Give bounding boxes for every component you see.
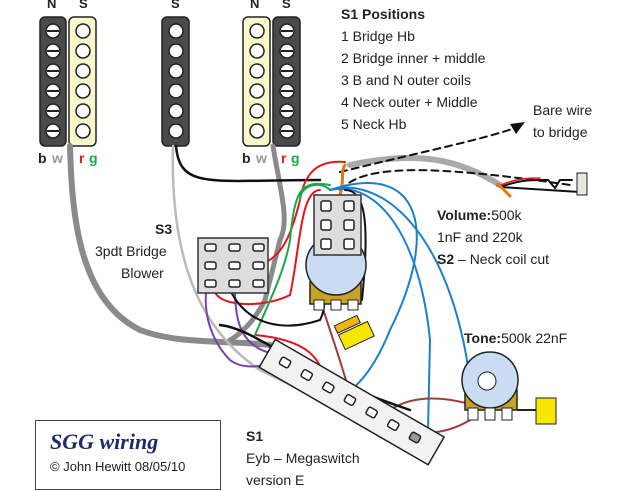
- pole-piece: [168, 83, 184, 99]
- s3-desc-1: 3pdt Bridge: [95, 243, 167, 259]
- position-item: 2 Bridge inner + middle: [341, 50, 486, 66]
- neck-wire-g: g: [89, 150, 98, 166]
- volume-pot: [305, 194, 375, 351]
- switch-lug: [386, 419, 400, 431]
- s3-switch: [197, 237, 269, 294]
- bare-wire-label-2: to bridge: [533, 124, 588, 140]
- wiring-diagram: [39, 16, 588, 466]
- tone-value: 500k 22nF: [501, 330, 568, 346]
- s1-desc-2: version E: [246, 472, 305, 488]
- neck-s-label: S: [79, 0, 88, 11]
- middle-s-label: S: [171, 0, 180, 11]
- s2-description: – Neck coil cut: [454, 251, 550, 267]
- pole-piece: [168, 23, 184, 39]
- pole-piece: [75, 63, 91, 79]
- pole-piece: [249, 63, 265, 79]
- s3-label: S3: [155, 221, 173, 237]
- position-item: 3 B and N outer coils: [341, 72, 471, 88]
- bridge-s-label: S: [282, 0, 291, 11]
- bridge-n-label: N: [250, 0, 260, 11]
- s1-label: S1: [246, 428, 264, 444]
- switch-lug: [278, 356, 292, 369]
- pole-piece: [249, 23, 265, 39]
- switch-lug: [300, 369, 314, 381]
- position-item: 4 Neck outer + Middle: [341, 94, 478, 110]
- s3-desc-2: Blower: [121, 265, 164, 281]
- pole-piece: [168, 43, 184, 59]
- switch-lug: [408, 431, 422, 444]
- volume-label: Volume:: [437, 207, 492, 223]
- pole-piece: [75, 43, 91, 59]
- pole-piece: [168, 63, 184, 79]
- bridge-wire-g: g: [291, 150, 300, 166]
- s2-label: S2: [437, 251, 455, 267]
- volume-value: 500k: [491, 207, 522, 223]
- tone-pot: [461, 351, 557, 425]
- pole-piece: [75, 103, 91, 119]
- pole-piece: [75, 83, 91, 99]
- switch-lug: [343, 394, 357, 406]
- s1-desc-1: Eyb – Megaswitch: [246, 450, 360, 466]
- volume-capacitor: [333, 314, 375, 351]
- neck-wire-b: b: [38, 150, 47, 166]
- pole-piece: [75, 123, 91, 139]
- credit-title: SGG wiring: [50, 429, 159, 454]
- tone-label: Tone:: [464, 330, 502, 346]
- pole-piece: [249, 103, 265, 119]
- pole-piece: [168, 123, 184, 139]
- neck-n-label: N: [47, 0, 57, 11]
- s1-megaswitch: [258, 338, 446, 466]
- position-item: 1 Bridge Hb: [341, 28, 415, 44]
- pole-piece: [168, 103, 184, 119]
- pole-piece: [249, 43, 265, 59]
- positions-title: S1 Positions: [341, 6, 426, 22]
- pole-piece: [249, 83, 265, 99]
- neck-wire-w: w: [52, 150, 63, 166]
- output-jack: [576, 172, 588, 196]
- bare-wire-label: Bare wire: [533, 102, 593, 118]
- switch-lug: [365, 406, 378, 419]
- neck-wire-r: r: [79, 150, 85, 166]
- position-item: 5 Neck Hb: [341, 116, 407, 132]
- pole-piece: [75, 23, 91, 39]
- bridge-wire-r: r: [281, 150, 287, 166]
- credit-author: © John Hewitt 08/05/10: [50, 459, 186, 474]
- switch-lug: [322, 381, 335, 394]
- volume-cap-resistor: 1nF and 220k: [437, 229, 523, 245]
- pole-piece: [249, 123, 265, 139]
- credit-box: SGG wiring © John Hewitt 08/05/10: [35, 420, 221, 490]
- bridge-wire-b: b: [242, 150, 251, 166]
- bridge-wire-w: w: [256, 150, 267, 166]
